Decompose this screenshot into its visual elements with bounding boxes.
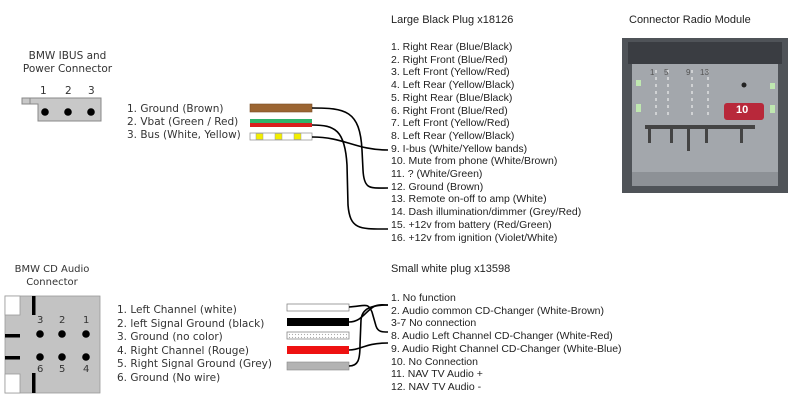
large-plug-pin: 6. Right Front (Blue/Red) [391, 104, 508, 117]
radio-module-title: Connector Radio Module [629, 14, 751, 26]
ibus-wire-label: 2. Vbat (Green / Red) [127, 116, 239, 128]
cd-pin-2 [58, 330, 66, 338]
cd-wire-label: 4. Right Channel (Rouge) [117, 344, 250, 357]
large-plug-pin: 11. ? (White/Green) [391, 168, 483, 181]
small-plug-pin: 8. Audio Left Channel CD-Changer (White-… [391, 330, 613, 343]
ibus-connector-title: BMW IBUS and Power Connector [10, 50, 125, 76]
large-plug-pin: 1. Right Rear (Blue/Black) [391, 41, 513, 53]
large-plug-pin: 2. Right Front (Blue/Red) [391, 53, 508, 66]
large-plug-pin: 9. I-bus (White/Yellow bands) [391, 142, 528, 155]
ibus-connection-lines [311, 107, 389, 230]
ibus-pin-number-1: 1 [40, 85, 47, 97]
fuse-label: 10 [736, 104, 749, 116]
ibus-title-line1: BMW IBUS and [28, 50, 107, 62]
large-plug-pin: 3. Left Front (Yellow/Red) [391, 66, 510, 79]
cd-pin-1 [82, 330, 90, 338]
large-plug-title: Large Black Plug x18126 [391, 14, 514, 26]
large-plug-pin: 10. Mute from phone (White/Brown) [391, 155, 558, 168]
wire-swatch-red [250, 123, 312, 127]
fuse [724, 103, 764, 120]
line-vbat-to-pin15 [311, 124, 389, 230]
line-grey-to-pin2 [348, 304, 389, 367]
large-plug-pin: 12. Ground (Brown) [391, 180, 484, 193]
ibus-pin-number-2: 2 [65, 85, 72, 97]
cd-pin-6 [36, 353, 44, 361]
ibus-connector-body [21, 97, 102, 122]
cd-connection-lines [348, 303, 389, 367]
small-plug-pin: 12. NAV TV Audio - [391, 380, 482, 393]
ibus-pin-2 [64, 108, 72, 116]
cd-wire-label: 2. left Signal Ground (black) [117, 317, 265, 330]
wire-swatch-brown [249, 103, 313, 113]
large-plug-pin: 13. Remote on-off to amp (White) [391, 193, 547, 206]
radio-module-photo [622, 38, 788, 193]
cd-wire-list: 1. Left Channel (white) 2. left Signal G… [117, 304, 272, 386]
large-plug-pin: 14. Dash illumination/dimmer (Grey/Red) [391, 206, 582, 219]
cd-pin-number-5: 5 [59, 364, 66, 375]
small-plug-pin-list: 1. No function 2. Audio common CD-Change… [391, 292, 622, 394]
large-plug-pin: 16. +12v from ignition (Violet/White) [391, 231, 558, 244]
wire-swatch-white [286, 303, 350, 312]
line-ground-to-pin12 [311, 107, 389, 189]
ibus-wire-label: 3. Bus (White, Yellow) [127, 129, 241, 141]
cd-pin-number-1: 1 [83, 315, 90, 326]
small-plug-pin: 10. No Connection [391, 355, 478, 368]
radio-pin-marker-9: 9 [686, 68, 691, 77]
cd-wire-swatches [286, 303, 350, 371]
cd-wire-label: 6. Ground (No wire) [117, 371, 221, 384]
large-plug-pin: 8. Left Rear (Yellow/Black) [391, 129, 515, 142]
large-plug-pin: 4. Left Rear (Yellow/Black) [391, 79, 515, 92]
radio-pin-marker-13: 13 [700, 68, 709, 77]
cd-title-line2: Connector [26, 277, 78, 288]
cd-wire-label: 1. Left Channel (white) [117, 304, 237, 316]
ibus-pin-number-3: 3 [88, 85, 95, 97]
ibus-pin-1 [41, 108, 49, 116]
cd-wire-label: 3. Ground (no color) [117, 331, 223, 344]
small-plug-title: Small white plug x13598 [391, 263, 511, 275]
cd-pin-number-4: 4 [83, 364, 90, 375]
line-white-to-pin8 [348, 304, 389, 333]
ibus-pin-3 [87, 108, 95, 116]
cd-connector-title: BMW CD Audio Connector [2, 263, 102, 289]
small-plug-pin: 2. Audio common CD-Changer (White-Brown) [391, 304, 604, 317]
large-plug-pin-list: 1. Right Rear (Blue/Black) 2. Right Fron… [391, 41, 581, 244]
cd-title-line1: BMW CD Audio [14, 264, 90, 275]
small-plug-pin: 11. NAV TV Audio + [391, 368, 483, 381]
cd-pin-number-3: 3 [37, 315, 44, 326]
cd-pin-number-6: 6 [37, 364, 44, 375]
radio-pin-marker-5: 5 [664, 68, 669, 77]
small-plug-pin: 1. No function [391, 292, 456, 304]
large-plug-pin: 7. Left Front (Yellow/Red) [391, 117, 510, 130]
large-plug-pin: 5. Right Rear (Blue/Black) [391, 91, 513, 104]
large-plug-pin: 15. +12v from battery (Red/Green) [391, 218, 552, 231]
radio-pin-marker-1: 1 [650, 68, 655, 77]
ibus-wire-list: 1. Ground (Brown) 2. Vbat (Green / Red) … [127, 103, 241, 142]
cd-wire-label: 5. Right Signal Ground (Grey) [117, 358, 272, 371]
cd-pin-4 [82, 353, 90, 361]
small-plug-pin: 9. Audio Right Channel CD-Changer (White… [391, 342, 622, 355]
wire-swatch-no-color [286, 331, 350, 340]
line-bus-to-pin9 [311, 136, 389, 151]
wire-swatch-green [250, 119, 312, 123]
ibus-wire-swatches [249, 103, 313, 141]
wire-swatch-red [287, 346, 349, 354]
ibus-wire-label: 1. Ground (Brown) [127, 103, 224, 115]
cd-connector-body [4, 295, 101, 394]
wire-swatch-grey [286, 361, 350, 371]
small-plug-pin: 3-7 No connection [391, 317, 477, 330]
wire-swatch-black [287, 318, 349, 326]
cd-pin-5 [58, 353, 66, 361]
cd-pin-3 [36, 330, 44, 338]
ibus-title-line2: Power Connector [22, 63, 113, 75]
line-red-to-pin9 [348, 342, 389, 351]
cd-pin-number-2: 2 [59, 315, 66, 326]
